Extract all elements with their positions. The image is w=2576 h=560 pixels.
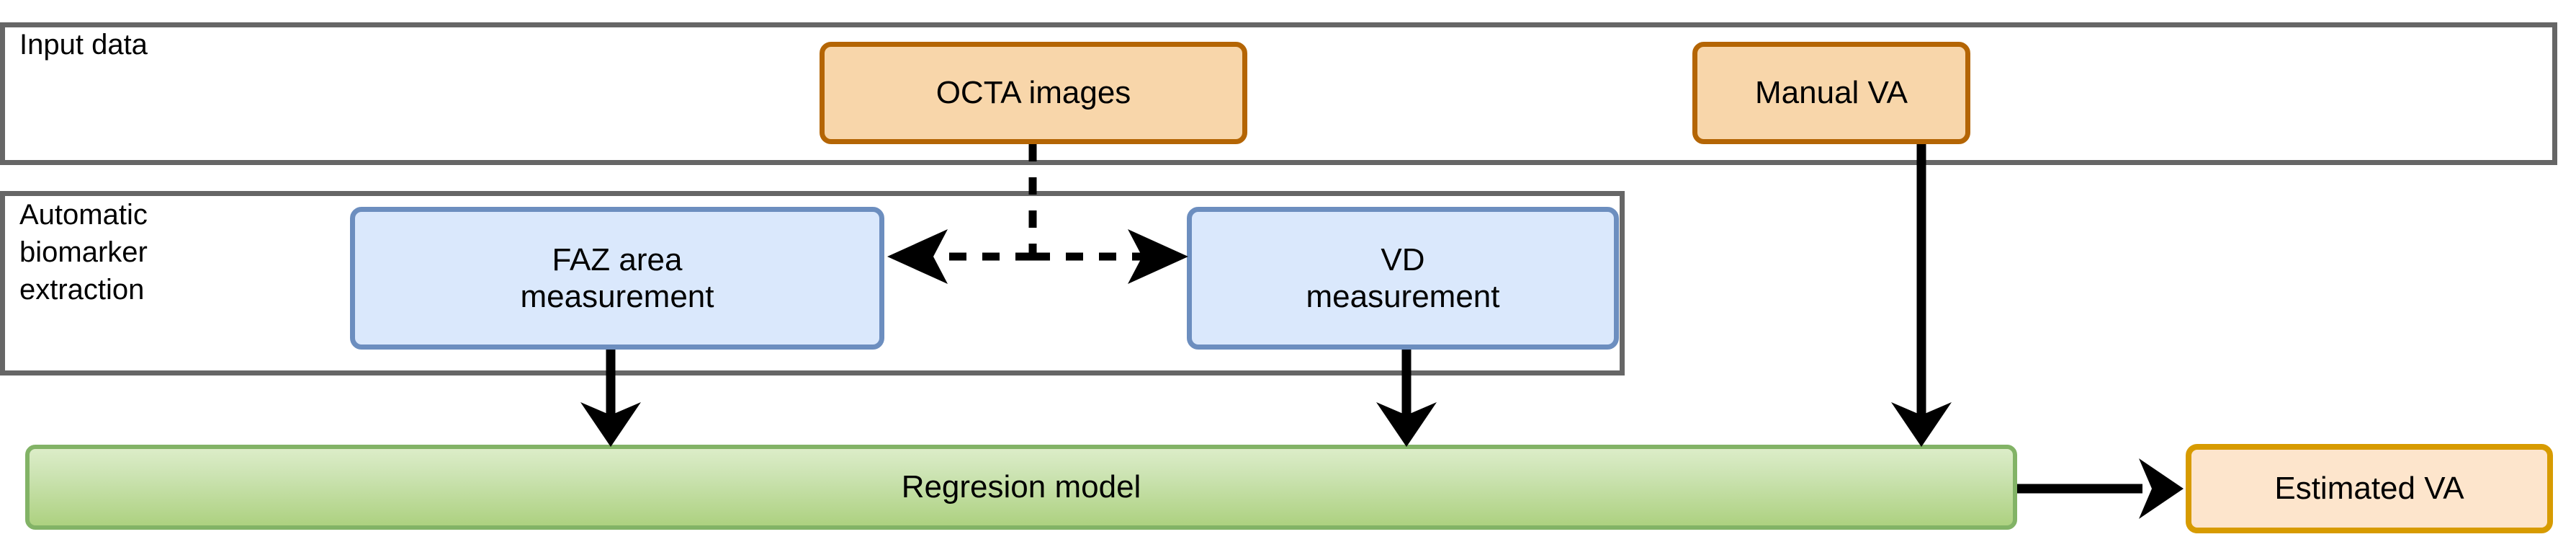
lane-input-data bbox=[0, 22, 2557, 165]
node-manual-va-label: Manual VA bbox=[1755, 75, 1908, 111]
node-vd-measurement[interactable]: VD measurement bbox=[1187, 207, 1619, 350]
arrowhead-vd-to-regresion-model bbox=[1376, 402, 1437, 447]
node-manual-va[interactable]: Manual VA bbox=[1692, 42, 1970, 144]
node-octa-images-label: OCTA images bbox=[935, 75, 1131, 111]
arrowhead-manual-va-to-regresion-model bbox=[1891, 402, 1952, 447]
node-faz-area-measurement[interactable]: FAZ area measurement bbox=[350, 207, 884, 350]
node-estimated-va-label: Estimated VA bbox=[2274, 471, 2464, 507]
lane-input-data-label: Input data bbox=[19, 29, 148, 61]
node-octa-images[interactable]: OCTA images bbox=[820, 42, 1247, 144]
arrowhead-faz-to-regresion-model bbox=[580, 402, 641, 447]
node-regresion-model-label: Regresion model bbox=[901, 469, 1141, 505]
node-faz-area-measurement-label: FAZ area measurement bbox=[520, 241, 714, 314]
node-estimated-va[interactable]: Estimated VA bbox=[2186, 444, 2553, 533]
node-regresion-model[interactable]: Regresion model bbox=[25, 445, 2017, 530]
lane-automatic-biomarker-extraction-label: Automatic biomarker extraction bbox=[19, 199, 148, 306]
arrowhead-regresion-model-to-estimated-va bbox=[2139, 458, 2184, 519]
node-vd-measurement-label: VD measurement bbox=[1306, 241, 1500, 314]
